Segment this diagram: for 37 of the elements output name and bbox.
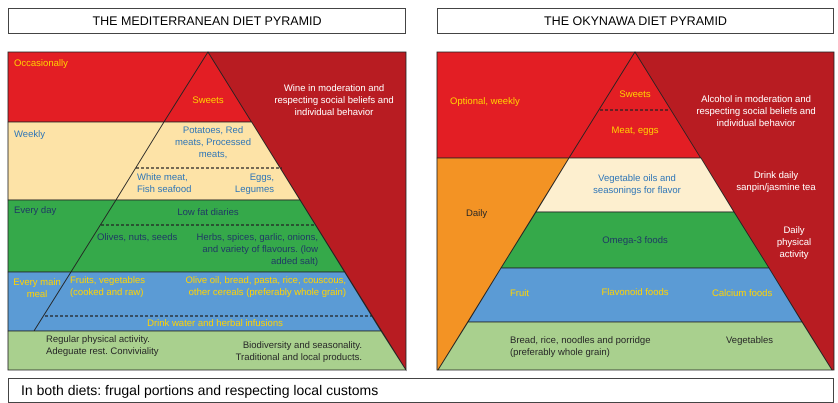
- lifestyle-note: Alcohol in moderation and respecting social beliefs and individual behavior: [695, 94, 817, 130]
- food-group-label: White meat, Fish seafood: [137, 172, 192, 196]
- food-group-label: Potatoes, Red meats, Processed meats,: [174, 125, 252, 161]
- food-group-label: Flavonoid foods: [600, 287, 670, 299]
- lifestyle-note: Regular physical activity. Adeguate rest. Conviviality: [46, 334, 160, 358]
- frequency-label: Daily: [466, 208, 488, 220]
- lifestyle-note: Drink daily sanpin/jasmine tea: [735, 170, 817, 194]
- frequency-label: Every main meal: [12, 277, 62, 301]
- food-group-label: Meat, eggs: [610, 125, 660, 137]
- title-box: [8, 8, 406, 34]
- food-group-label: Low fat diaries: [176, 207, 240, 219]
- food-group-label: Vegetable oils and seasonings for flavor: [592, 173, 682, 197]
- food-group-label: Olive oil, bread, pasta, rice, couscous, other cereals (preferably whole grain): [184, 275, 346, 299]
- food-group-label: Sweets: [618, 89, 652, 101]
- food-group-label: Omega-3 foods: [601, 235, 669, 247]
- lifestyle-note: Daily physical activity: [776, 225, 812, 261]
- pyramid-title: THE MEDITERRANEAN DIET PYRAMID: [92, 13, 322, 30]
- title-box: [437, 8, 834, 34]
- lifestyle-note: Biodiversity and seasonality. Traditional and local products.: [234, 340, 362, 364]
- food-group-label: Bread, rice, noodles and porridge (preferably whole grain): [510, 335, 652, 359]
- summary-box: [8, 378, 834, 403]
- food-group-label: Olives, nuts, seeds: [97, 232, 178, 244]
- summary-note: In both diets: frugal portions and respecting local customs: [21, 381, 378, 400]
- food-group-label: Eggs, Legumes: [234, 172, 274, 196]
- lifestyle-note: Wine in moderation and respecting social beliefs and individual behavior: [273, 83, 395, 119]
- pyramid-title: THE OKYNAWA DIET PYRAMID: [543, 13, 728, 30]
- food-group-label: Sweets: [191, 95, 225, 107]
- frequency-label: Every day: [14, 205, 58, 217]
- food-group-label: Calcium foods: [712, 288, 774, 300]
- food-group-label: Herbs, spices, garlic, onions, and variety of flavours. (low added salt): [196, 232, 318, 268]
- frequency-label: Optional, weekly: [450, 96, 521, 108]
- food-group-label: Vegetables: [726, 335, 774, 347]
- food-group-label: Drink water and herbal infusions: [146, 318, 284, 330]
- frequency-label: Weekly: [14, 129, 46, 141]
- food-group-label: Fruit: [510, 288, 530, 300]
- food-group-label: Fruits, vegetables (cooked and raw): [70, 275, 146, 299]
- frequency-label: Occasionally: [14, 58, 69, 70]
